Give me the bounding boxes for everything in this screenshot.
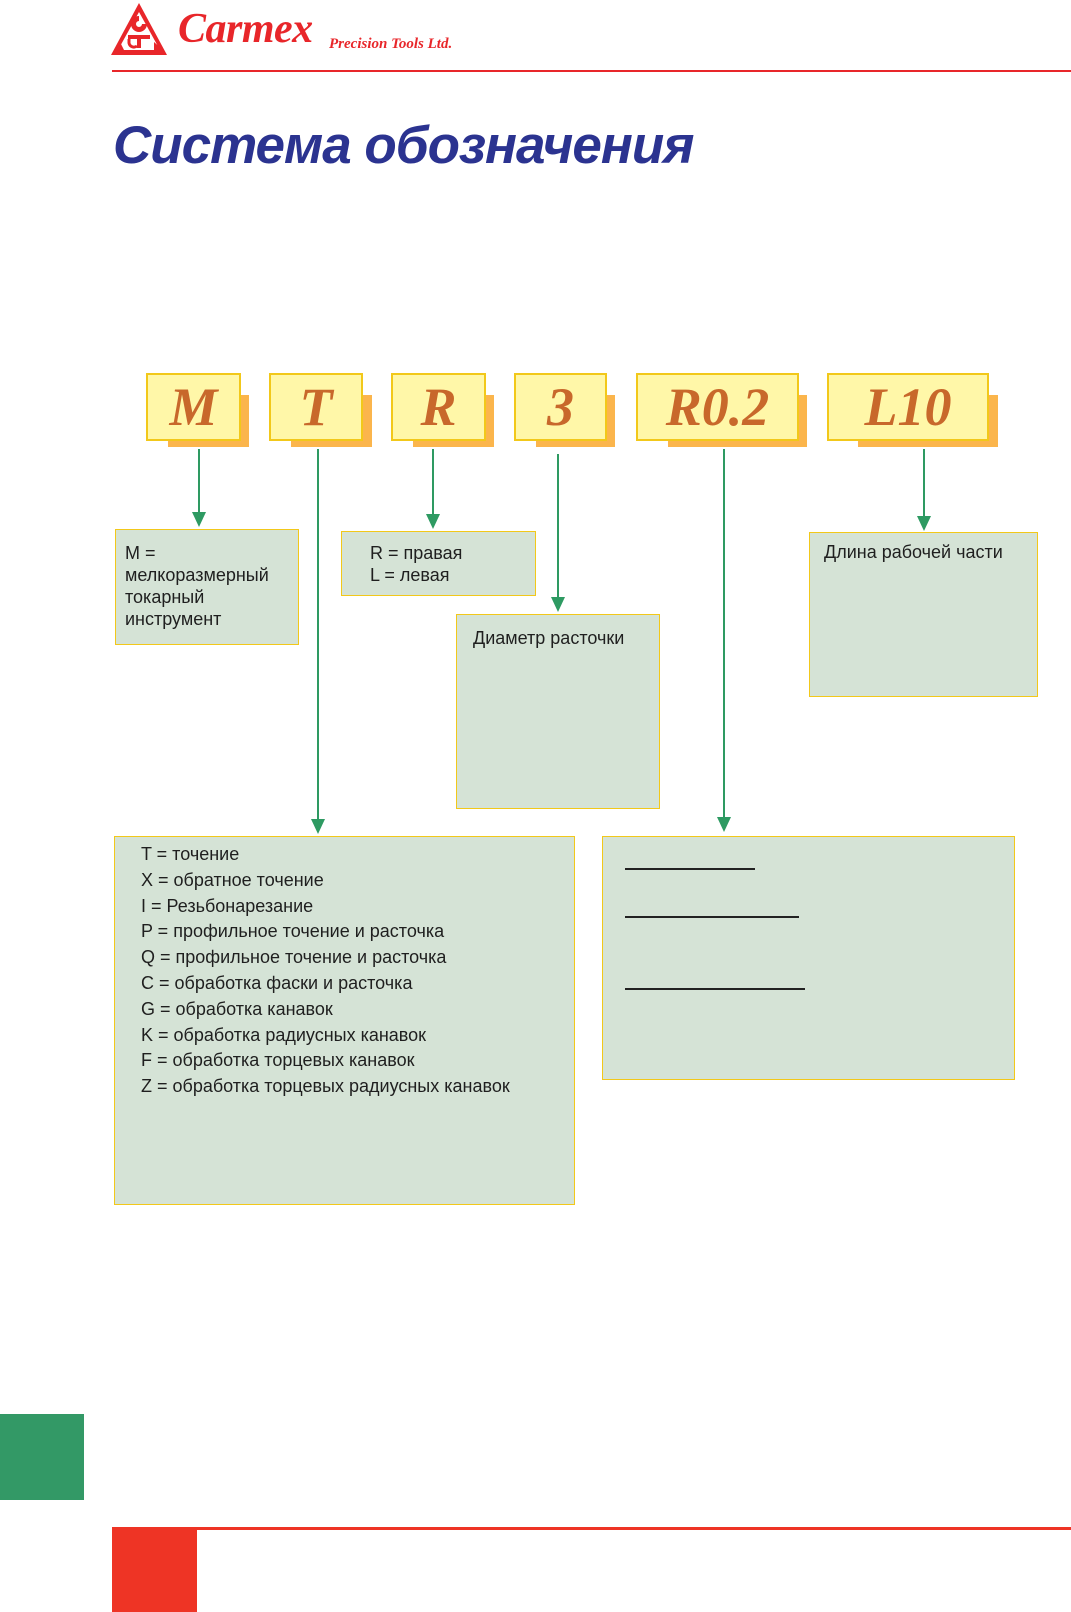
connector-l10 [923,449,925,518]
desc-line: L = левая [370,565,450,585]
blank-underline [625,868,755,870]
desc-line: P = профильное точение и расточка [141,921,445,942]
code-box-label: T [269,373,363,441]
desc-line: T = точение [141,844,240,864]
desc-line: X = обратное точение [141,869,324,890]
arrow-down-icon [551,597,565,612]
arrow-down-icon [311,819,325,834]
page-number-block [112,1527,197,1612]
desc-line: I = Резьбонарезание [141,895,314,916]
desc-box-diameter: Диаметр расточки [456,614,660,809]
arrow-down-icon [426,514,440,529]
desc-box-operation: T = точение X = обратное точение I = Рез… [114,836,575,1205]
section-tab [0,1414,84,1500]
desc-line: Z = обработка торцевых радиусных канавок [141,1076,510,1097]
connector-r [432,449,434,516]
desc-line: R = правая [370,543,463,563]
desc-line: F = обработка торцевых канавок [141,1050,415,1071]
desc-line: мелкоразмерный [125,565,269,585]
connector-t [317,449,319,821]
desc-box-length: Длина рабочей части [809,532,1038,697]
connector-m [198,449,200,514]
desc-box-r: R = правая L = левая [341,531,536,596]
code-box-label: 3 [514,373,607,441]
footer-divider [112,1527,1071,1530]
desc-line: M = [125,543,156,563]
brand-name: Carmex [178,6,313,52]
code-box-label: R0.2 [636,373,799,441]
desc-line: G = обработка канавок [141,998,333,1019]
brand-subtitle: Precision Tools Ltd. [329,36,453,52]
blank-underline [625,916,799,918]
connector-r02 [723,449,725,819]
desc-line: Q = профильное точение и расточка [141,947,447,968]
carmex-logo-icon [111,3,167,55]
desc-box-radius [602,836,1015,1080]
code-box-label: L10 [827,373,989,441]
code-box-label: R [391,373,486,441]
arrow-down-icon [717,817,731,832]
header-divider [112,70,1071,72]
desc-line: Диаметр расточки [473,628,625,648]
desc-line: C = обработка фаски и расточка [141,972,413,993]
connector-3 [557,454,559,599]
desc-line: токарный [125,587,205,607]
desc-line: K = обработка радиусных канавок [141,1024,427,1045]
arrow-down-icon [917,516,931,531]
desc-line: Длина рабочей части [824,542,1003,562]
desc-box-m: M = мелкоразмерный токарный инструмент [115,529,299,645]
desc-line: инструмент [125,609,222,629]
code-box-label: M [146,373,241,441]
blank-underline [625,988,805,990]
page-title: Система обозначения [113,116,694,175]
arrow-down-icon [192,512,206,527]
